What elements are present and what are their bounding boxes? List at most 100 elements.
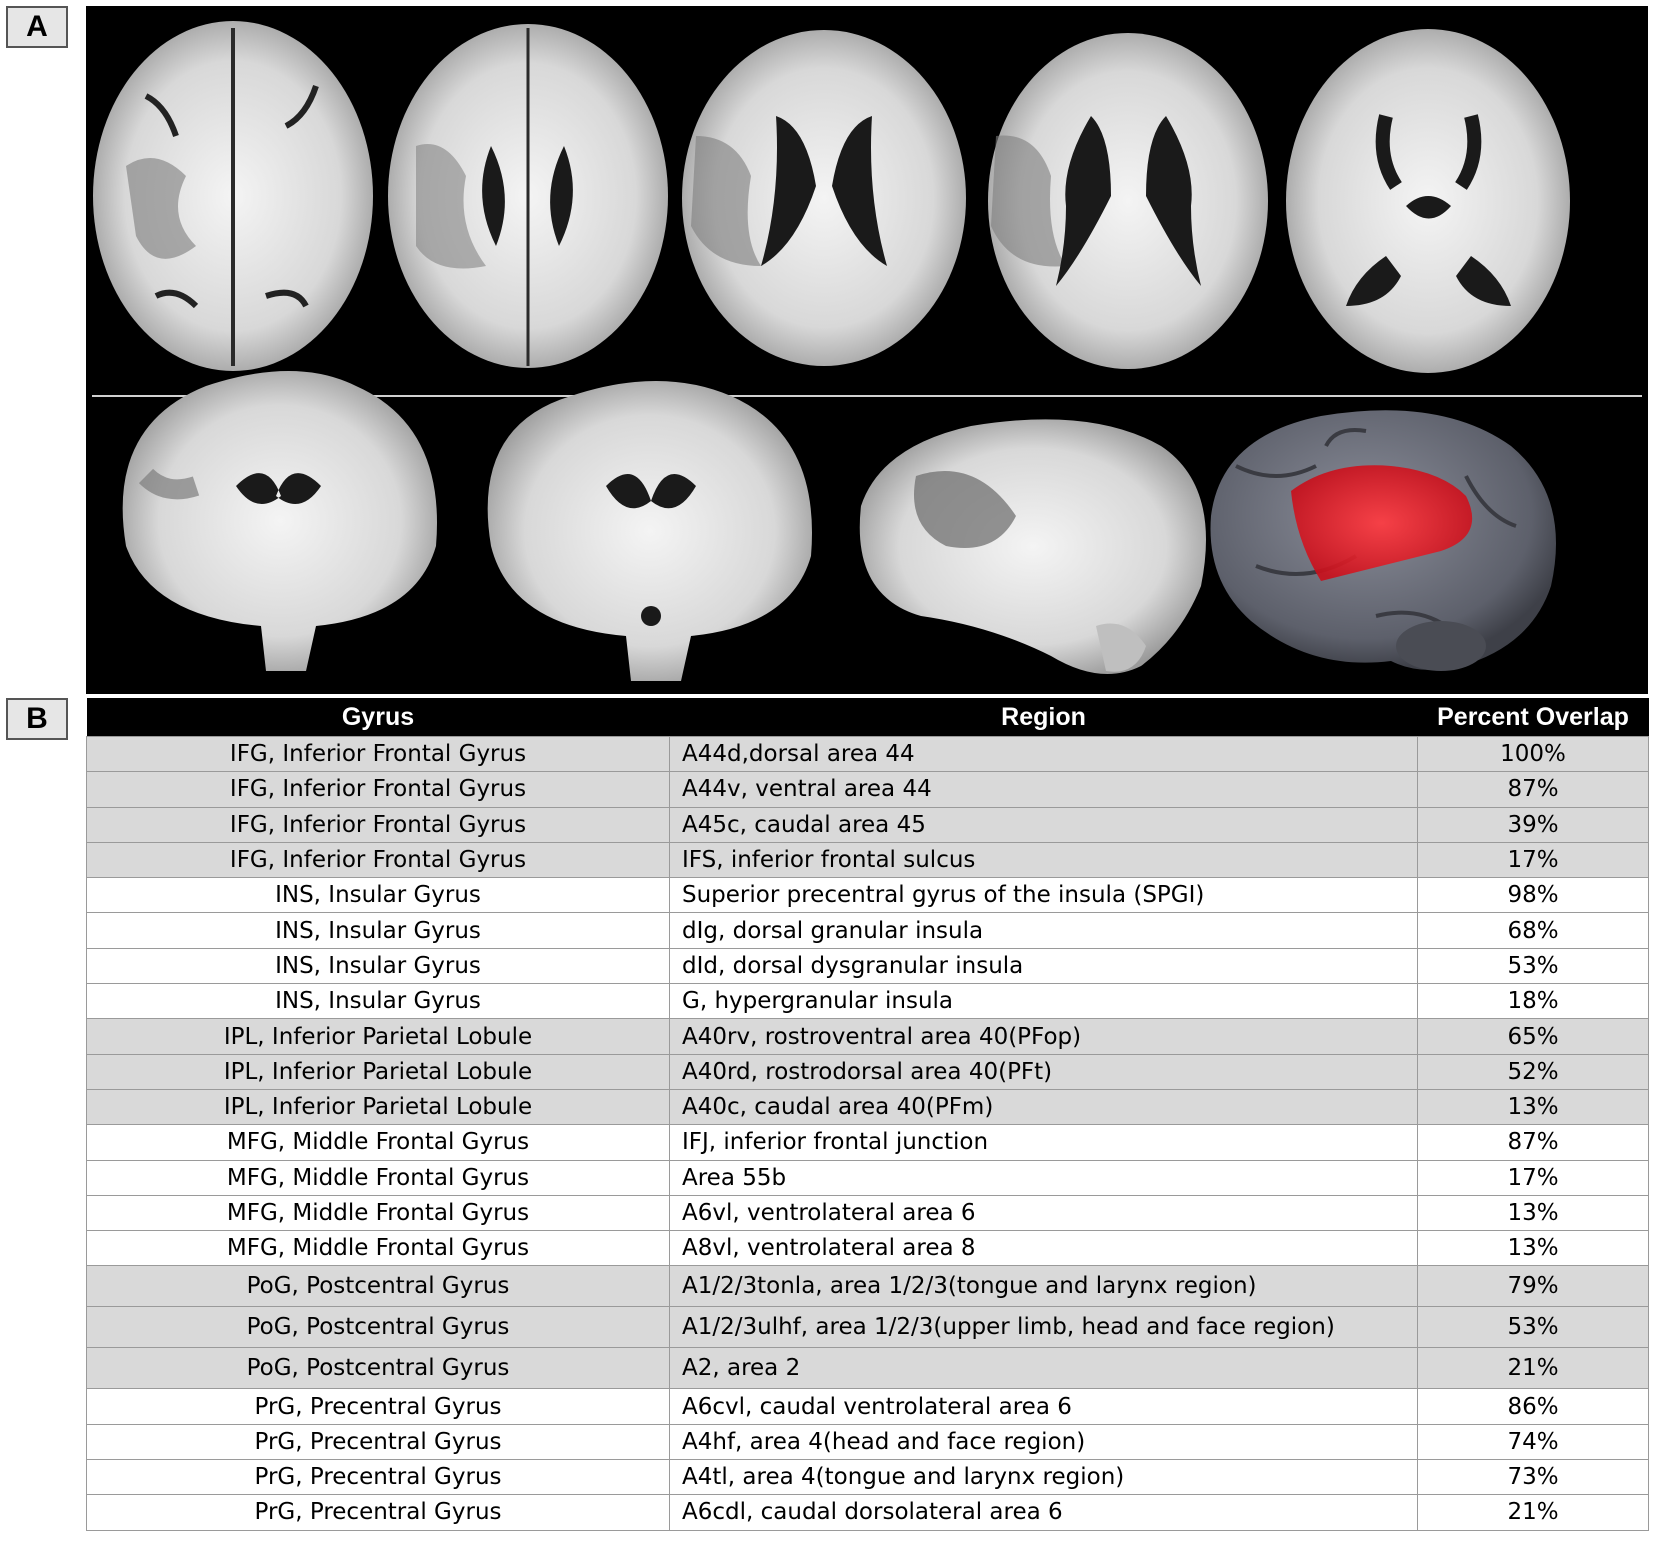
axial-slice-2 [388,24,668,368]
gyrus-cell: PoG, Postcentral Gyrus [86,1347,670,1390]
coronal-slice-2 [487,381,812,681]
region-cell: dId, dorsal dysgranular insula [669,947,1418,985]
region-cell: A1/2/3ulhf, area 1/2/3(upper limb, head … [669,1306,1418,1349]
gyrus-cell: IPL, Inferior Parietal Lobule [86,1053,670,1090]
3d-brain-render [1210,410,1556,671]
gyrus-cell: INS, Insular Gyrus [86,912,670,949]
region-cell: A6cdl, caudal dorsolateral area 6 [669,1494,1418,1531]
panel-label-a: A [6,6,68,48]
percent-overlap-cell: 21% [1417,1347,1649,1390]
sagittal-slice [859,419,1206,674]
brain-images-svg [92,21,1642,681]
gyrus-cell: IFG, Inferior Frontal Gyrus [86,735,670,773]
percent-overlap-cell: 13% [1417,1088,1649,1126]
percent-overlap-cell: 21% [1417,1494,1649,1531]
region-cell: A2, area 2 [669,1347,1418,1390]
region-cell: IFJ, inferior frontal junction [669,1124,1418,1161]
percent-overlap-cell: 65% [1417,1018,1649,1055]
gyrus-cell: INS, Insular Gyrus [86,983,670,1020]
percent-overlap-cell: 87% [1417,1124,1649,1161]
region-cell: A45c, caudal area 45 [669,806,1418,843]
table-header-row: Gyrus Region Percent Overlap [86,698,1649,737]
axial-slice-4 [988,33,1268,369]
region-cell: Superior precentral gyrus of the insula … [669,877,1418,914]
axial-slice-3 [682,30,966,366]
region-cell: G, hypergranular insula [669,983,1418,1020]
region-cell: A1/2/3tonla, area 1/2/3(tongue and laryn… [669,1265,1418,1308]
panel-label-b: B [6,698,68,740]
region-cell: A44v, ventral area 44 [669,771,1418,808]
gyrus-cell: INS, Insular Gyrus [86,947,670,985]
percent-overlap-cell: 39% [1417,806,1649,843]
percent-overlap-cell: 17% [1417,841,1649,879]
gyrus-cell: IPL, Inferior Parietal Lobule [86,1018,670,1055]
percent-overlap-cell: 18% [1417,983,1649,1020]
percent-overlap-cell: 79% [1417,1265,1649,1308]
percent-overlap-cell: 52% [1417,1053,1649,1090]
region-cell: A40rd, rostrodorsal area 40(PFt) [669,1053,1418,1090]
percent-overlap-cell: 73% [1417,1459,1649,1496]
region-cell: A4hf, area 4(head and face region) [669,1423,1418,1461]
percent-overlap-cell: 53% [1417,1306,1649,1349]
region-cell: A40c, caudal area 40(PFm) [669,1088,1418,1126]
header-percent-overlap: Percent Overlap [1417,698,1649,737]
coronal-slice-1 [122,371,437,671]
lesion-overlay [1291,465,1473,581]
gyrus-cell: IPL, Inferior Parietal Lobule [86,1088,670,1126]
gyrus-cell: PrG, Precentral Gyrus [86,1388,670,1425]
overlap-table: Gyrus Region Percent Overlap IFG, Inferi… [86,698,1649,1531]
gyrus-cell: PoG, Postcentral Gyrus [86,1306,670,1349]
axial-slice-5 [1286,29,1570,373]
gyrus-cell: IFG, Inferior Frontal Gyrus [86,806,670,843]
gyrus-cell: PrG, Precentral Gyrus [86,1494,670,1531]
gyrus-cell: PrG, Precentral Gyrus [86,1423,670,1461]
header-region: Region [669,698,1418,737]
percent-overlap-cell: 87% [1417,771,1649,808]
region-cell: A6cvl, caudal ventrolateral area 6 [669,1388,1418,1425]
header-gyrus: Gyrus [86,698,670,737]
region-cell: A40rv, rostroventral area 40(PFop) [669,1018,1418,1055]
percent-overlap-cell: 53% [1417,947,1649,985]
axial-slice-1 [93,21,373,371]
percent-overlap-cell: 100% [1417,735,1649,773]
gyrus-cell: MFG, Middle Frontal Gyrus [86,1194,670,1232]
percent-overlap-cell: 13% [1417,1194,1649,1232]
gyrus-cell: PoG, Postcentral Gyrus [86,1265,670,1308]
region-cell: A4tl, area 4(tongue and larynx region) [669,1459,1418,1496]
percent-overlap-cell: 17% [1417,1159,1649,1196]
region-cell: dIg, dorsal granular insula [669,912,1418,949]
percent-overlap-cell: 98% [1417,877,1649,914]
region-cell: Area 55b [669,1159,1418,1196]
brain-imaging-panel [86,6,1648,694]
region-cell: A44d,dorsal area 44 [669,735,1418,773]
gyrus-cell: IFG, Inferior Frontal Gyrus [86,771,670,808]
percent-overlap-cell: 74% [1417,1423,1649,1461]
gyrus-cell: INS, Insular Gyrus [86,877,670,914]
gyrus-cell: MFG, Middle Frontal Gyrus [86,1124,670,1161]
gyrus-cell: PrG, Precentral Gyrus [86,1459,670,1496]
region-cell: A8vl, ventrolateral area 8 [669,1230,1418,1267]
percent-overlap-cell: 13% [1417,1230,1649,1267]
overlap-table-panel: Gyrus Region Percent Overlap IFG, Inferi… [86,698,1649,1531]
